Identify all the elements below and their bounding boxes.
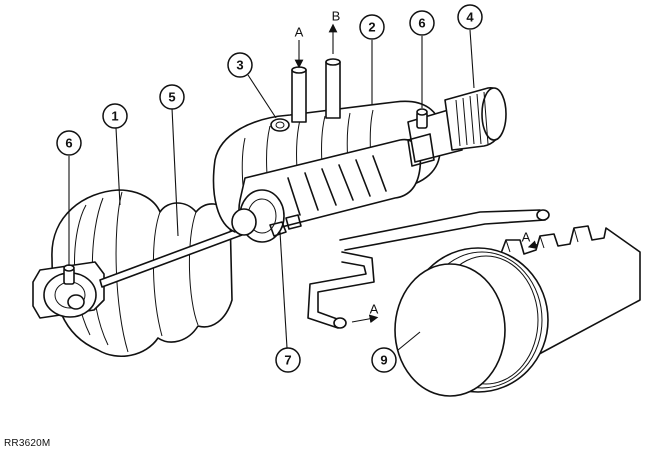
callout-6-right-label: 6	[418, 16, 425, 31]
flow-label-outlet: B	[332, 9, 341, 24]
callout-6-left: 6	[56, 130, 82, 156]
flow-label-pipe-upper: A	[522, 230, 531, 245]
callout-3: 3	[227, 52, 253, 78]
end-socket	[32, 261, 105, 319]
callout-9-label: 9	[380, 353, 387, 368]
flow-label-inlet: A	[295, 25, 304, 40]
callout-leaders	[68, 29, 475, 351]
bellows-boot	[51, 189, 233, 358]
callout-1: 1	[102, 103, 128, 129]
reference-code: RR3620M	[4, 438, 51, 449]
callout-7: 7	[275, 347, 301, 373]
callout-5: 5	[159, 84, 185, 110]
callout-4-label: 4	[466, 10, 474, 25]
callout-6-right: 6	[409, 10, 435, 36]
valve-housing	[212, 100, 441, 243]
callout-7-label: 7	[284, 353, 291, 368]
callout-9: 9	[371, 347, 397, 373]
callout-2-label: 2	[368, 20, 375, 35]
callout-1-label: 1	[111, 109, 118, 124]
rack-and-piston	[394, 225, 641, 397]
fluid-pipes	[307, 209, 553, 329]
flow-label-pipe-lower: A	[370, 302, 379, 317]
ports	[270, 23, 341, 132]
callout-6-left-label: 6	[65, 136, 72, 151]
callout-4: 4	[457, 4, 483, 30]
callout-2: 2	[359, 14, 385, 40]
callout-5-label: 5	[168, 90, 175, 105]
callout-3-label: 3	[236, 58, 243, 73]
input-shaft	[407, 87, 507, 167]
